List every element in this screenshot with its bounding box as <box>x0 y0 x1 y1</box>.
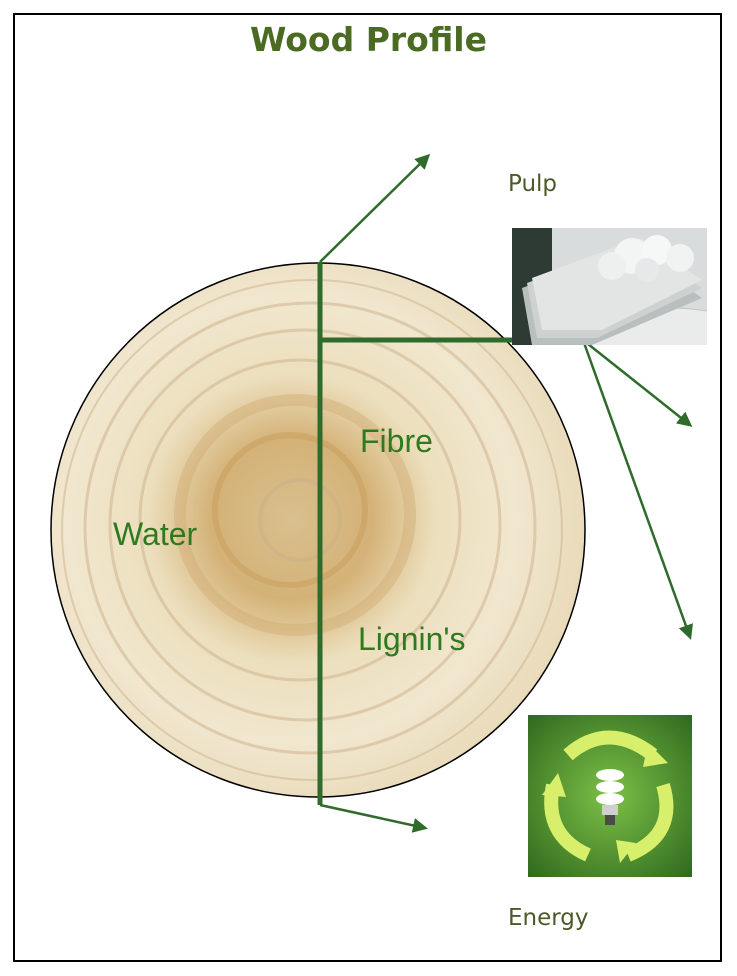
pulp-label: Pulp <box>508 171 557 197</box>
water-label: Water <box>113 516 197 553</box>
lignins-label: Lignin's <box>358 621 466 658</box>
fibre-label: Fibre <box>360 423 433 460</box>
pulp-paper-image <box>512 228 707 345</box>
energy-label: Energy <box>508 905 589 931</box>
recycle-bulb-image <box>528 715 692 877</box>
